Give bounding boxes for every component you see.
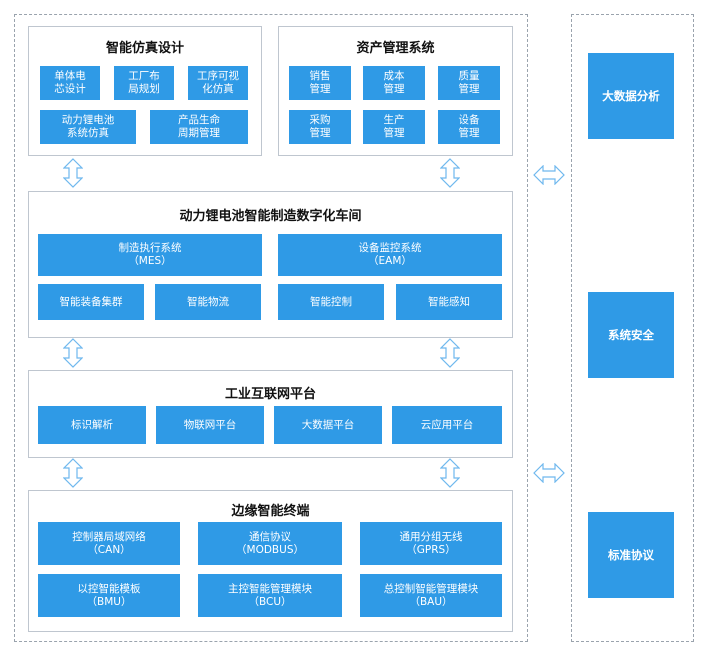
modbus-box: 通信协议（MODBUS） [198, 522, 342, 565]
can-box: 控制器局域网络（CAN） [38, 522, 180, 565]
system-security-box: 系统安全 [588, 292, 674, 378]
label-line: 制造执行系统 [118, 242, 182, 254]
cell-design-box: 单体电芯设计 [40, 66, 100, 100]
label-line: 质量 [458, 70, 480, 82]
simulation-design-title: 智能仿真设计 [105, 41, 184, 56]
label-line: 系统安全 [608, 327, 654, 342]
label-line: 智能感知 [428, 295, 470, 308]
label-line: 大数据平台 [301, 418, 355, 431]
label-line: 销售 [309, 70, 331, 82]
label-line: 总控制智能管理模块 [383, 582, 479, 595]
label-line: 芯设计 [54, 83, 86, 95]
bau-box: 总控制智能管理模块（BAU） [360, 574, 502, 617]
label-line: 管理 [458, 83, 480, 95]
product-lifecycle-box: 产品生命周期管理 [150, 110, 248, 144]
label-line: 成本 [383, 70, 405, 82]
gprs-box: 通用分组无线（GPRS） [360, 522, 502, 565]
standard-protocol-box: 标准协议 [588, 512, 674, 598]
purchase-management-box: 采购管理 [289, 110, 351, 144]
label-line: 化仿真 [202, 83, 234, 95]
label-line: 以控智能模板 [77, 582, 141, 595]
label-line: 云应用平台 [420, 418, 474, 431]
label-line: 标识解析 [71, 418, 113, 431]
label-line: 通信协议 [249, 530, 291, 543]
label-line: 设备监控系统 [358, 242, 422, 254]
quality-management-box: 质量管理 [438, 66, 500, 100]
double-arrow-horizontal-icon [533, 165, 565, 185]
factory-layout-box: 工厂布局规划 [114, 66, 174, 100]
identifier-resolution-box: 标识解析 [38, 406, 146, 444]
asset-management-title: 资产管理系统 [356, 41, 435, 56]
equipment-management-box: 设备管理 [438, 110, 500, 144]
label-line: 工序可视 [197, 70, 239, 82]
iot-platform-box: 物联网平台 [156, 406, 264, 444]
label-line: 通用分组无线 [399, 530, 463, 543]
label-line: 动力锂电池 [61, 114, 115, 126]
label-line: （EAM） [368, 255, 412, 267]
label-line: （MODBUS） [236, 543, 304, 556]
label-line: 局规划 [128, 83, 160, 95]
label-line: 生产 [383, 114, 405, 126]
process-visual-sim-box: 工序可视化仿真 [188, 66, 248, 100]
cost-management-box: 成本管理 [363, 66, 425, 100]
label-line: （CAN） [87, 543, 131, 556]
double-arrow-vertical-icon [63, 458, 83, 488]
label-line: 物联网平台 [183, 418, 237, 431]
double-arrow-vertical-icon [440, 458, 460, 488]
label-line: 采购 [309, 114, 331, 126]
label-line: 系统仿真 [67, 127, 109, 139]
label-line: 产品生命 [178, 114, 220, 126]
label-line: 管理 [309, 127, 331, 139]
label-line: 智能装备集群 [59, 295, 123, 308]
label-line: （GPRS） [406, 543, 456, 556]
label-line: 管理 [309, 83, 331, 95]
label-line: 标准协议 [608, 547, 654, 562]
smart-control-box: 智能控制 [278, 284, 384, 320]
mes-box: 制造执行系统（MES） [38, 234, 262, 276]
label-line: 管理 [458, 127, 480, 139]
label-line: 控制器局域网络 [72, 530, 146, 543]
sales-management-box: 销售管理 [289, 66, 351, 100]
double-arrow-vertical-icon [440, 158, 460, 188]
bmu-box: 以控智能模板（BMU） [38, 574, 180, 617]
eam-box: 设备监控系统（EAM） [278, 234, 502, 276]
big-data-platform-box: 大数据平台 [274, 406, 382, 444]
label-line: 工厂布 [128, 70, 160, 82]
label-line: 主控智能管理模块 [228, 582, 312, 595]
label-line: （BAU） [409, 595, 453, 608]
edge-terminal-title: 边缘智能终端 [231, 504, 310, 519]
equipment-cluster-box: 智能装备集群 [38, 284, 144, 320]
label-line: 设备 [458, 114, 480, 126]
label-line: 智能控制 [310, 295, 352, 308]
cloud-app-platform-box: 云应用平台 [392, 406, 502, 444]
battery-system-sim-box: 动力锂电池系统仿真 [40, 110, 136, 144]
label-line: 智能物流 [187, 295, 229, 308]
label-line: （BMU） [86, 595, 132, 608]
double-arrow-vertical-icon [440, 338, 460, 368]
big-data-analysis-box: 大数据分析 [588, 53, 674, 139]
double-arrow-horizontal-icon [533, 463, 565, 483]
label-line: 周期管理 [178, 127, 220, 139]
label-line: 管理 [383, 127, 405, 139]
digital-workshop-title: 动力锂电池智能制造数字化车间 [179, 209, 362, 224]
double-arrow-vertical-icon [63, 338, 83, 368]
label-line: 大数据分析 [602, 88, 660, 103]
production-management-box: 生产管理 [363, 110, 425, 144]
smart-sensing-box: 智能感知 [396, 284, 502, 320]
double-arrow-vertical-icon [63, 158, 83, 188]
label-line: 管理 [383, 83, 405, 95]
label-line: （MES） [128, 255, 172, 267]
industrial-internet-title: 工业互联网平台 [224, 387, 316, 402]
label-line: （BCU） [248, 595, 292, 608]
label-line: 单体电 [54, 70, 86, 82]
bcu-box: 主控智能管理模块（BCU） [198, 574, 342, 617]
smart-logistics-box: 智能物流 [155, 284, 261, 320]
